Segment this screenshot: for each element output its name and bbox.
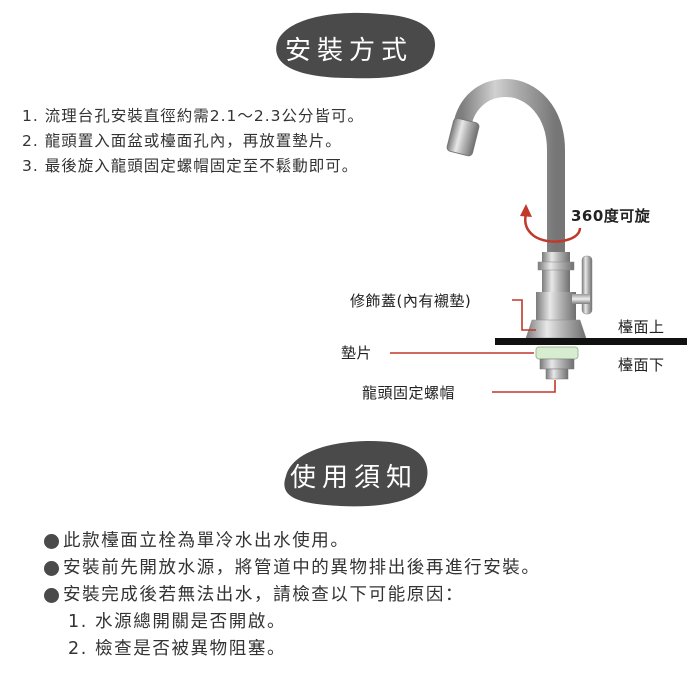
install-steps: 1. 流理台孔安裝直徑約需2.1～2.3公分皆可。 2. 龍頭置入面盆或檯面孔內…	[22, 104, 364, 179]
counter-bottom-label: 檯面下	[618, 356, 665, 374]
install-step: 2. 龍頭置入面盆或檯面孔內，再放置墊片。	[22, 132, 342, 150]
bullet-icon	[44, 588, 59, 603]
cover-leader-line	[512, 299, 536, 331]
counter-top-label: 檯面上	[618, 318, 665, 336]
section-notice-title: 使用須知	[290, 463, 419, 493]
nut-icon	[539, 358, 575, 380]
cover-label: 修飾蓋(內有襯墊)	[350, 292, 472, 310]
nut-label: 龍頭固定螺帽	[362, 384, 456, 402]
rotation-arrow-icon	[520, 204, 582, 243]
install-step: 1. 流理台孔安裝直徑約需2.1～2.3公分皆可。	[22, 107, 365, 125]
notice-item: 安裝前先開放水源，將管道中的異物排出後再進行安裝。	[44, 555, 541, 582]
notice-item: 此款檯面立栓為單冷水出水使用。	[44, 528, 541, 555]
washer-label: 墊片	[341, 344, 373, 362]
notice-subitem: 2. 檢查是否被異物阻塞。	[68, 639, 287, 659]
notice-subitem: 1. 水源總開關是否開啟。	[68, 612, 287, 632]
notice-item: 安裝完成後若無法出水，請檢查以下可能原因：	[44, 582, 541, 609]
rotate-label: 360度可旋	[571, 207, 651, 225]
nut-leader-line	[492, 380, 556, 393]
bullet-icon	[44, 561, 59, 576]
washer-icon	[535, 346, 579, 360]
notice-list: 此款檯面立栓為單冷水出水使用。 安裝前先開放水源，將管道中的異物排出後再進行安裝…	[44, 528, 541, 663]
faucet-icon	[446, 78, 593, 339]
counter-slab	[495, 338, 687, 345]
section-install-title: 安裝方式	[285, 36, 414, 66]
bullet-icon	[44, 534, 59, 549]
install-step: 3. 最後旋入龍頭固定螺帽固定至不鬆動即可。	[22, 157, 359, 175]
